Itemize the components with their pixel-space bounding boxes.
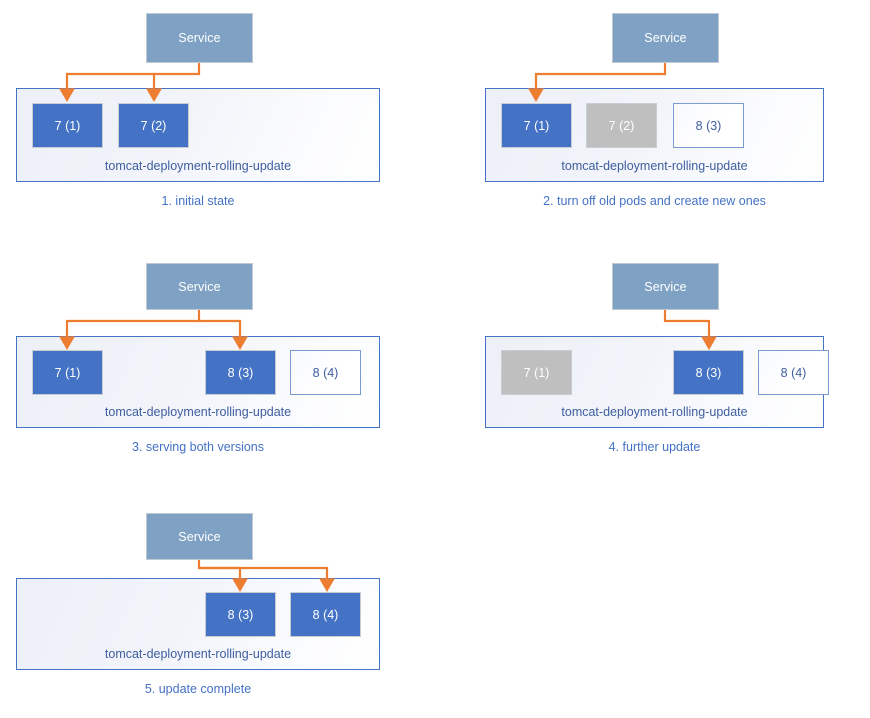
pod-8-3: 8 (3) [673,103,744,148]
pod-label: 8 (4) [312,365,339,380]
service-label: Service [178,279,221,294]
pod-label: 7 (2) [140,118,167,133]
pod-label: 7 (1) [523,365,550,380]
service-node-4: Service [612,263,719,310]
pod-label: 8 (3) [695,118,722,133]
pod-8-4: 8 (4) [290,592,361,637]
deployment-label-1: tomcat-deployment-rolling-update [104,159,292,173]
deployment-label-3: tomcat-deployment-rolling-update [104,405,292,419]
pod-8-4: 8 (4) [290,350,361,395]
pod-8-4: 8 (4) [758,350,829,395]
service-node-1: Service [146,13,253,63]
pod-8-3: 8 (3) [673,350,744,395]
pod-7-2: 7 (2) [118,103,189,148]
caption-5: 5. update complete [144,682,252,696]
service-label: Service [178,529,221,544]
pod-7-1: 7 (1) [501,350,572,395]
service-label: Service [178,31,221,45]
pod-7-1: 7 (1) [501,103,572,148]
pod-8-3: 8 (3) [205,592,276,637]
caption-2: 2. turn off old pods and create new ones [543,194,766,208]
pod-label: 8 (3) [695,365,722,380]
pod-label: 7 (1) [523,118,550,133]
deployment-label-4: tomcat-deployment-rolling-update [561,405,748,419]
service-node-2: Service [612,13,719,63]
caption-1: 1. initial state [161,194,235,208]
caption-4: 4. further update [608,440,701,454]
pod-label: 7 (1) [54,365,81,380]
pod-label: 7 (2) [608,118,635,133]
pod-label: 8 (4) [312,607,339,622]
pod-label: 8 (3) [227,607,254,622]
service-label: Service [644,279,687,294]
service-label: Service [644,31,687,45]
deployment-label-5: tomcat-deployment-rolling-update [104,647,292,661]
service-node-3: Service [146,263,253,310]
pod-label: 8 (3) [227,365,254,380]
pod-8-3: 8 (3) [205,350,276,395]
pod-7-1: 7 (1) [32,103,103,148]
deployment-label-2: tomcat-deployment-rolling-update [561,159,748,173]
pod-label: 7 (1) [54,118,81,133]
service-node-5: Service [146,513,253,560]
pod-7-2: 7 (2) [586,103,657,148]
pod-label: 8 (4) [780,365,807,380]
caption-3: 3. serving both versions [131,440,264,454]
pod-7-1: 7 (1) [32,350,103,395]
